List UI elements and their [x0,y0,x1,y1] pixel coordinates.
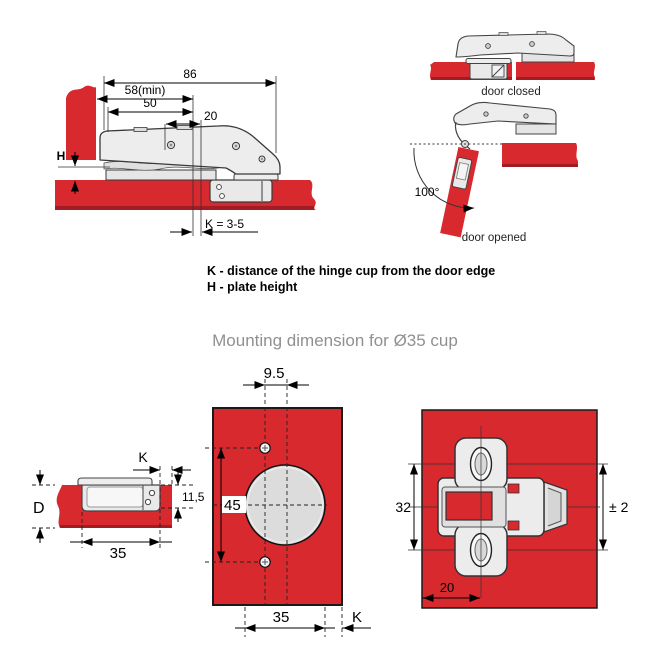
door-closed-view: door closed [430,31,595,98]
svg-text:9.5: 9.5 [264,365,285,382]
dim-door-thickness: D [32,470,55,543]
dim-cup-diameter: 35 [235,607,343,637]
mounting-plate-diagram: 32 ± 2 20 [395,409,629,609]
cup-side-view-diagram: K 11,5 D 35 [32,449,205,562]
door-section-edge [60,525,172,528]
legend-k-line: K - distance of the hinge cup from the d… [207,264,496,278]
cup-hole-highlight [246,466,324,544]
hinge-arm [99,125,281,175]
dim-hole-spacing: 32 [395,464,418,550]
svg-text:K = 3-5: K = 3-5 [205,217,244,231]
dim-50: 50 [108,96,193,116]
door-opened-view: 100° door opened [410,101,578,244]
hinge-cup-section [209,179,273,203]
svg-text:K: K [352,609,362,626]
svg-text:± 2: ± 2 [609,499,629,515]
svg-text:32: 32 [395,499,411,515]
dim-cup-edge: K = 3-5 [170,217,258,236]
svg-text:86: 86 [183,67,197,81]
plate-window [445,491,493,521]
opening-angle-arc [413,147,475,213]
door-opened-caption: door opened [462,232,527,244]
dim-86: 86 [104,67,276,87]
svg-text:45: 45 [224,497,241,514]
drilling-pattern-diagram: 9.5 45 35 K [205,365,371,637]
svg-text:50: 50 [143,96,157,110]
svg-text:20: 20 [204,109,218,123]
center-lines [213,379,327,605]
dim-edge-offset: 20 [422,580,480,602]
dim-edge-k: K [342,609,371,632]
svg-text:20: 20 [440,580,454,595]
svg-text:35: 35 [273,609,290,626]
dim-cup-depth: 11,5 [161,471,205,522]
section-title: Mounting dimension for Ø35 cup [212,331,458,350]
adjust-tab [133,127,148,132]
svg-text:58(min): 58(min) [125,83,166,97]
door-states-diagram: door closed 100° door opened [410,31,595,244]
dim-20: 20 [166,109,218,128]
arm-screws [166,140,266,163]
dim-plate-height: H [57,149,110,194]
adjust-tab [176,125,193,130]
hinge-cup-side [77,477,161,512]
dim-58min: 58(min) [97,83,193,103]
svg-text:35: 35 [110,545,127,562]
dim-screw-spacing: 45 [205,447,259,563]
legend: K - distance of the hinge cup from the d… [207,263,495,295]
door-closed-caption: door closed [481,86,540,98]
svg-text:D: D [33,500,45,517]
screw-hole-top [259,442,271,454]
door-panel [55,180,316,210]
hinge-cross-section-diagram: 86 58(min) 50 20 H [55,67,316,236]
legend-h-line: H - plate height [207,280,298,294]
svg-text:H: H [57,149,66,163]
svg-text:K: K [138,449,148,465]
svg-text:11,5: 11,5 [182,490,205,504]
screw-hole-bottom [259,556,271,568]
dim-edge-k: K [133,449,191,484]
dim-cup-width: 35 [70,488,172,562]
door-panel-edge [55,206,314,210]
dim-screw-offset: 9.5 [243,365,309,389]
cabinet-side-panel [66,85,96,160]
mounting-plate-section [105,169,217,181]
opening-angle-label: 100° [415,185,440,199]
dim-tolerance: ± 2 [599,464,629,550]
